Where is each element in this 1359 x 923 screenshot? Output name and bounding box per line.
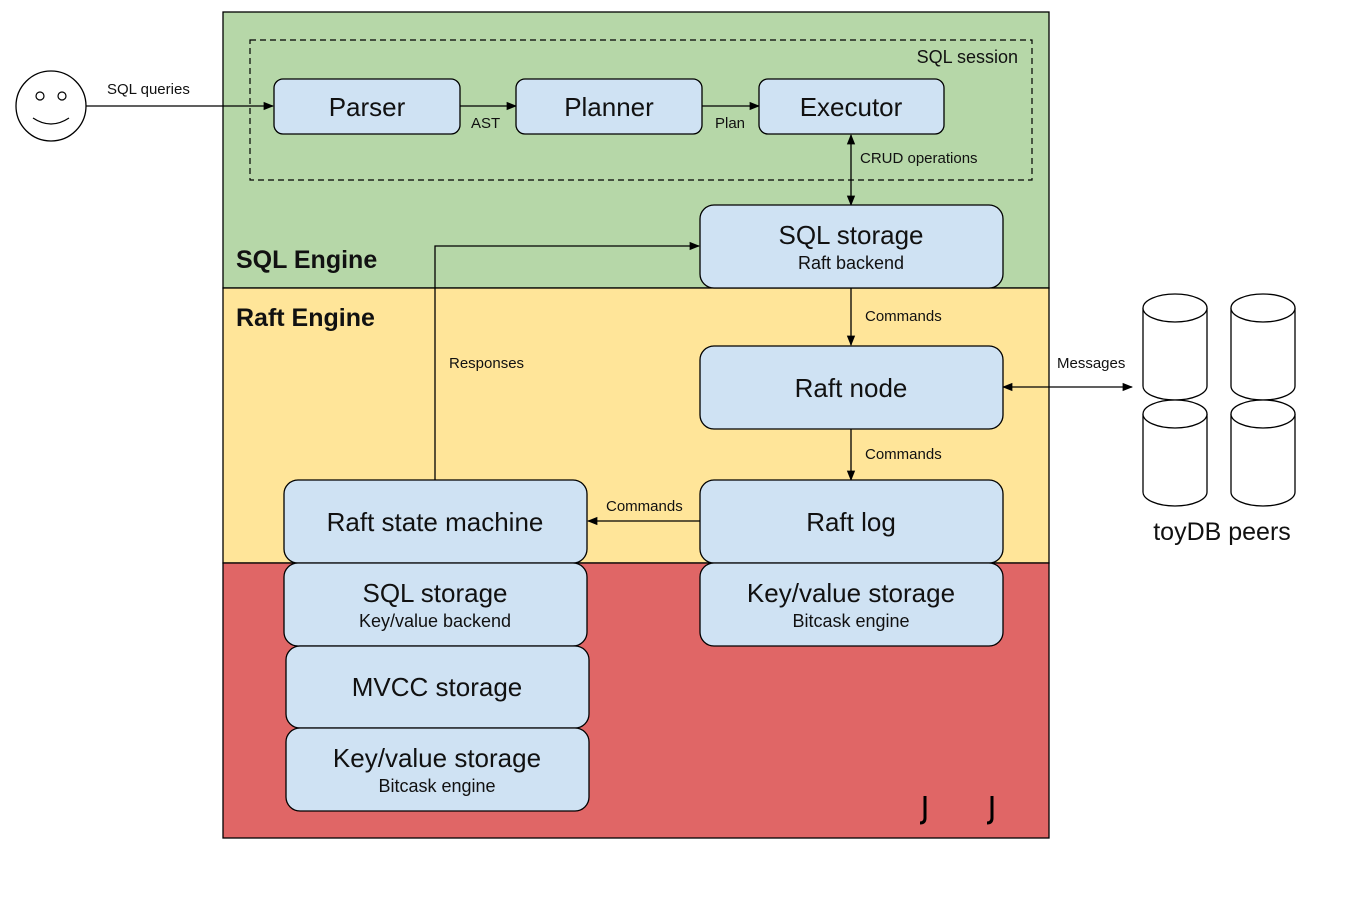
database-cylinder-icon [1142, 293, 1208, 401]
kv-storage-right-subtitle: Bitcask engine [792, 611, 909, 631]
sql-engine-title: SQL Engine [236, 246, 377, 274]
kv-storage-left-title: Key/value storage [333, 743, 541, 773]
parser-label: Parser [329, 92, 406, 122]
commands-label-2: Commands [865, 446, 942, 463]
commands-label-1: Commands [865, 308, 942, 325]
database-cylinder-icon [1142, 399, 1208, 507]
executor-box: Executor [758, 78, 945, 135]
parser-box: Parser [273, 78, 461, 135]
sql-queries-label: SQL queries [107, 81, 190, 98]
kv-storage-right-title: Key/value storage [747, 578, 955, 608]
raft-state-machine-box: Raft state machine [283, 479, 588, 564]
raft-log-box: Raft log [699, 479, 1004, 564]
messages-label: Messages [1057, 355, 1125, 372]
database-cylinder-icon [1230, 293, 1296, 401]
mvcc-storage-label: MVCC storage [352, 672, 523, 702]
planner-label: Planner [564, 92, 654, 122]
crud-label: CRUD operations [860, 150, 978, 167]
kv-storage-left-subtitle: Bitcask engine [378, 776, 495, 796]
smiley-face-icon [15, 70, 87, 142]
sql-session-label: SQL session [917, 47, 1018, 67]
planner-box: Planner [515, 78, 703, 135]
responses-arrow [434, 241, 701, 480]
mvcc-storage-box: MVCC storage [285, 645, 590, 729]
sql-storage-raft-box: SQL storage Raft backend [699, 204, 1004, 289]
raft-node-box: Raft node [699, 345, 1004, 430]
raft-engine-title: Raft Engine [236, 304, 375, 332]
raft-node-label: Raft node [795, 373, 908, 403]
plan-label: Plan [715, 115, 745, 132]
sql-storage-kv-box: SQL storage Key/value backend [283, 562, 588, 647]
sql-session-box [249, 39, 1033, 181]
kv-storage-right-box: Key/value storage Bitcask engine [699, 562, 1004, 647]
raft-log-label: Raft log [806, 507, 896, 537]
peers-label: toyDB peers [1153, 518, 1291, 546]
sql-storage-kv-subtitle: Key/value backend [359, 611, 511, 631]
responses-label: Responses [449, 355, 524, 372]
commands-label-3: Commands [606, 498, 683, 515]
decorative-marks [919, 796, 994, 825]
executor-label: Executor [800, 92, 903, 122]
kv-storage-left-box: Key/value storage Bitcask engine [285, 727, 590, 812]
toydb-peers [1142, 293, 1296, 507]
sql-storage-raft-subtitle: Raft backend [798, 253, 904, 273]
database-cylinder-icon [1230, 399, 1296, 507]
ast-label: AST [471, 115, 500, 132]
sql-storage-raft-title: SQL storage [778, 220, 923, 250]
raft-state-machine-label: Raft state machine [327, 507, 544, 537]
sql-storage-kv-title: SQL storage [362, 578, 507, 608]
